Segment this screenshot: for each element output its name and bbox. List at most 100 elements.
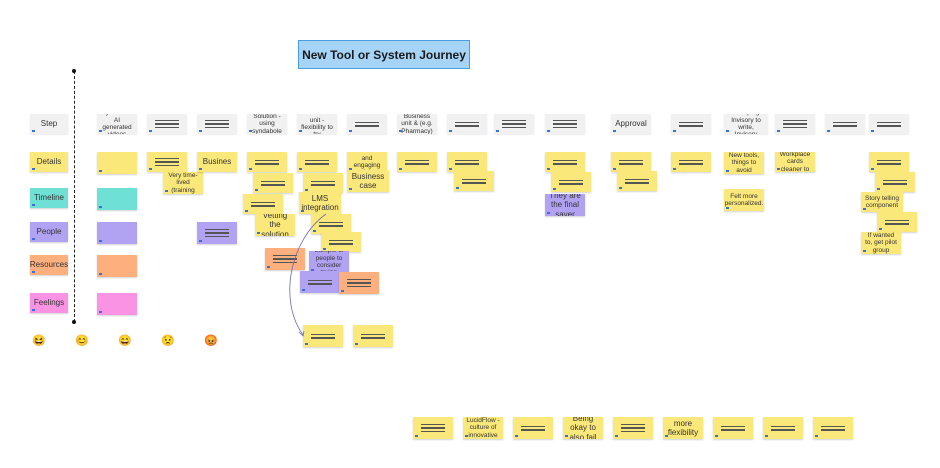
blank-people-note[interactable] (97, 222, 137, 244)
sticky-note[interactable] (611, 152, 651, 172)
row-label-details[interactable]: Details (30, 152, 68, 172)
row-label-step[interactable]: Step (30, 114, 68, 134)
row-label-text: Resources (30, 260, 68, 270)
sticky-note[interactable] (303, 325, 343, 347)
row-label-feelings[interactable]: Feelings (30, 293, 68, 313)
step-note[interactable]: Solution - using syndabole (247, 114, 287, 134)
step-note-text: Syndable - AI generated videos (101, 114, 132, 134)
row-label-people[interactable]: People (30, 222, 68, 242)
step-note[interactable]: Business unit - flexibility to try (297, 114, 337, 134)
sticky-note-lines (620, 423, 646, 433)
blank-feelings-note[interactable] (97, 293, 137, 315)
step-note[interactable] (545, 114, 585, 134)
sticky-note[interactable] (545, 152, 585, 172)
step-note-text: Approval (615, 119, 647, 129)
step-note-text: Business unit & (e.g. Pharmacy) (401, 114, 433, 134)
board-title[interactable]: New Tool or System Journey (298, 40, 470, 69)
sticky-note[interactable] (253, 173, 293, 193)
step-note-lines (876, 121, 902, 127)
step-note-lines (832, 121, 858, 127)
sticky-note[interactable]: Vetting the solution (255, 214, 295, 236)
sticky-note[interactable] (617, 171, 657, 191)
sticky-note[interactable] (877, 212, 917, 232)
bottom-sticky-note[interactable] (763, 417, 803, 439)
sticky-note[interactable] (321, 232, 361, 252)
sticky-note[interactable] (397, 152, 437, 172)
resources-note[interactable] (265, 248, 305, 270)
sticky-note[interactable]: If wanted to, get pilot group (861, 232, 901, 254)
sticky-note[interactable] (869, 152, 909, 172)
sticky-note[interactable]: New tools, things to avoid (724, 152, 764, 174)
step-note[interactable] (869, 114, 909, 134)
sticky-note[interactable]: Felt more personalized. (724, 189, 764, 211)
sticky-note-lines (404, 159, 430, 165)
sticky-note-lines (876, 159, 902, 165)
bottom-sticky-note[interactable]: LucidFlow - culture of innovative (463, 417, 503, 439)
step-note[interactable]: Business unit & (e.g. Pharmacy) (397, 114, 437, 134)
row-label-text: Details (36, 157, 62, 167)
sticky-note-text: Being okay to also fail (569, 417, 597, 439)
bottom-sticky-note[interactable] (513, 417, 553, 439)
blank-details-note[interactable] (97, 152, 137, 174)
step-note-approval[interactable]: Approval (611, 114, 651, 134)
bottom-sticky-note[interactable] (613, 417, 653, 439)
sticky-note[interactable]: Very time-lived (training (163, 172, 203, 194)
step-note[interactable] (494, 114, 534, 134)
sticky-note[interactable]: Workplace cards cleaner to (775, 152, 815, 172)
sticky-note[interactable] (875, 172, 915, 192)
step-note-text: Business unit - flexibility to try (301, 114, 333, 134)
divider-end-dot (72, 320, 76, 324)
sticky-note[interactable] (303, 173, 343, 193)
sticky-note[interactable]: LMS integration (299, 192, 341, 214)
step-note[interactable] (197, 114, 237, 134)
sticky-note-lines (884, 219, 910, 225)
people-note[interactable] (300, 271, 340, 293)
sticky-note[interactable] (247, 152, 287, 172)
sticky-note[interactable] (454, 171, 494, 191)
resources-note[interactable] (339, 272, 379, 294)
happy-emoji-icon[interactable]: 😊 (75, 335, 89, 347)
angry-emoji-icon[interactable]: 😡 (204, 335, 218, 347)
sticky-note[interactable] (353, 325, 393, 347)
people-note[interactable]: They are the final sayer (545, 194, 585, 216)
sticky-note[interactable]: Business case (347, 170, 389, 192)
very-happy-emoji-icon[interactable]: 😆 (32, 335, 46, 347)
step-note[interactable]: Escaping Invisory to write, Invisory (724, 114, 768, 134)
step-note-lines (552, 119, 578, 129)
sticky-note-lines (882, 179, 908, 185)
bottom-sticky-note[interactable] (413, 417, 453, 439)
blank-timeline-note[interactable] (97, 188, 137, 210)
sticky-note[interactable] (671, 152, 711, 172)
sticky-note[interactable] (243, 194, 283, 214)
sticky-note[interactable]: Busines (197, 152, 237, 172)
step-note[interactable] (671, 114, 711, 134)
bottom-sticky-note[interactable]: more flexibility (663, 417, 703, 439)
step-note[interactable] (347, 114, 387, 134)
sticky-note[interactable] (147, 152, 187, 172)
sticky-note[interactable] (297, 152, 337, 172)
row-label-timeline[interactable]: Timeline (30, 188, 68, 208)
step-note[interactable] (447, 114, 487, 134)
sticky-note[interactable] (551, 172, 591, 192)
sticky-note-text: Busines (202, 157, 232, 167)
bottom-sticky-note[interactable] (813, 417, 853, 439)
blank-resources-note[interactable] (97, 255, 137, 277)
sticky-note-lines (461, 178, 487, 184)
step-note[interactable] (775, 114, 815, 134)
sticky-note[interactable]: Story telling component (861, 192, 903, 212)
step-note[interactable]: Syndable - AI generated videos (97, 114, 137, 134)
people-note[interactable] (197, 222, 237, 244)
sticky-note-text: Very time-lived (training (168, 172, 198, 194)
step-note[interactable] (147, 114, 187, 134)
sticky-note[interactable] (447, 152, 487, 172)
worried-emoji-icon[interactable]: 😟 (161, 335, 175, 347)
step-note[interactable] (825, 114, 865, 134)
bottom-sticky-note[interactable] (713, 417, 753, 439)
step-note-text: Solution - using syndabole (252, 114, 282, 134)
neutral-happy-emoji-icon[interactable]: 😄 (118, 335, 132, 347)
bottom-sticky-note[interactable]: Being okay to also fail (563, 417, 603, 439)
sticky-note[interactable] (311, 214, 351, 234)
row-label-resources[interactable]: Resources (30, 255, 68, 275)
